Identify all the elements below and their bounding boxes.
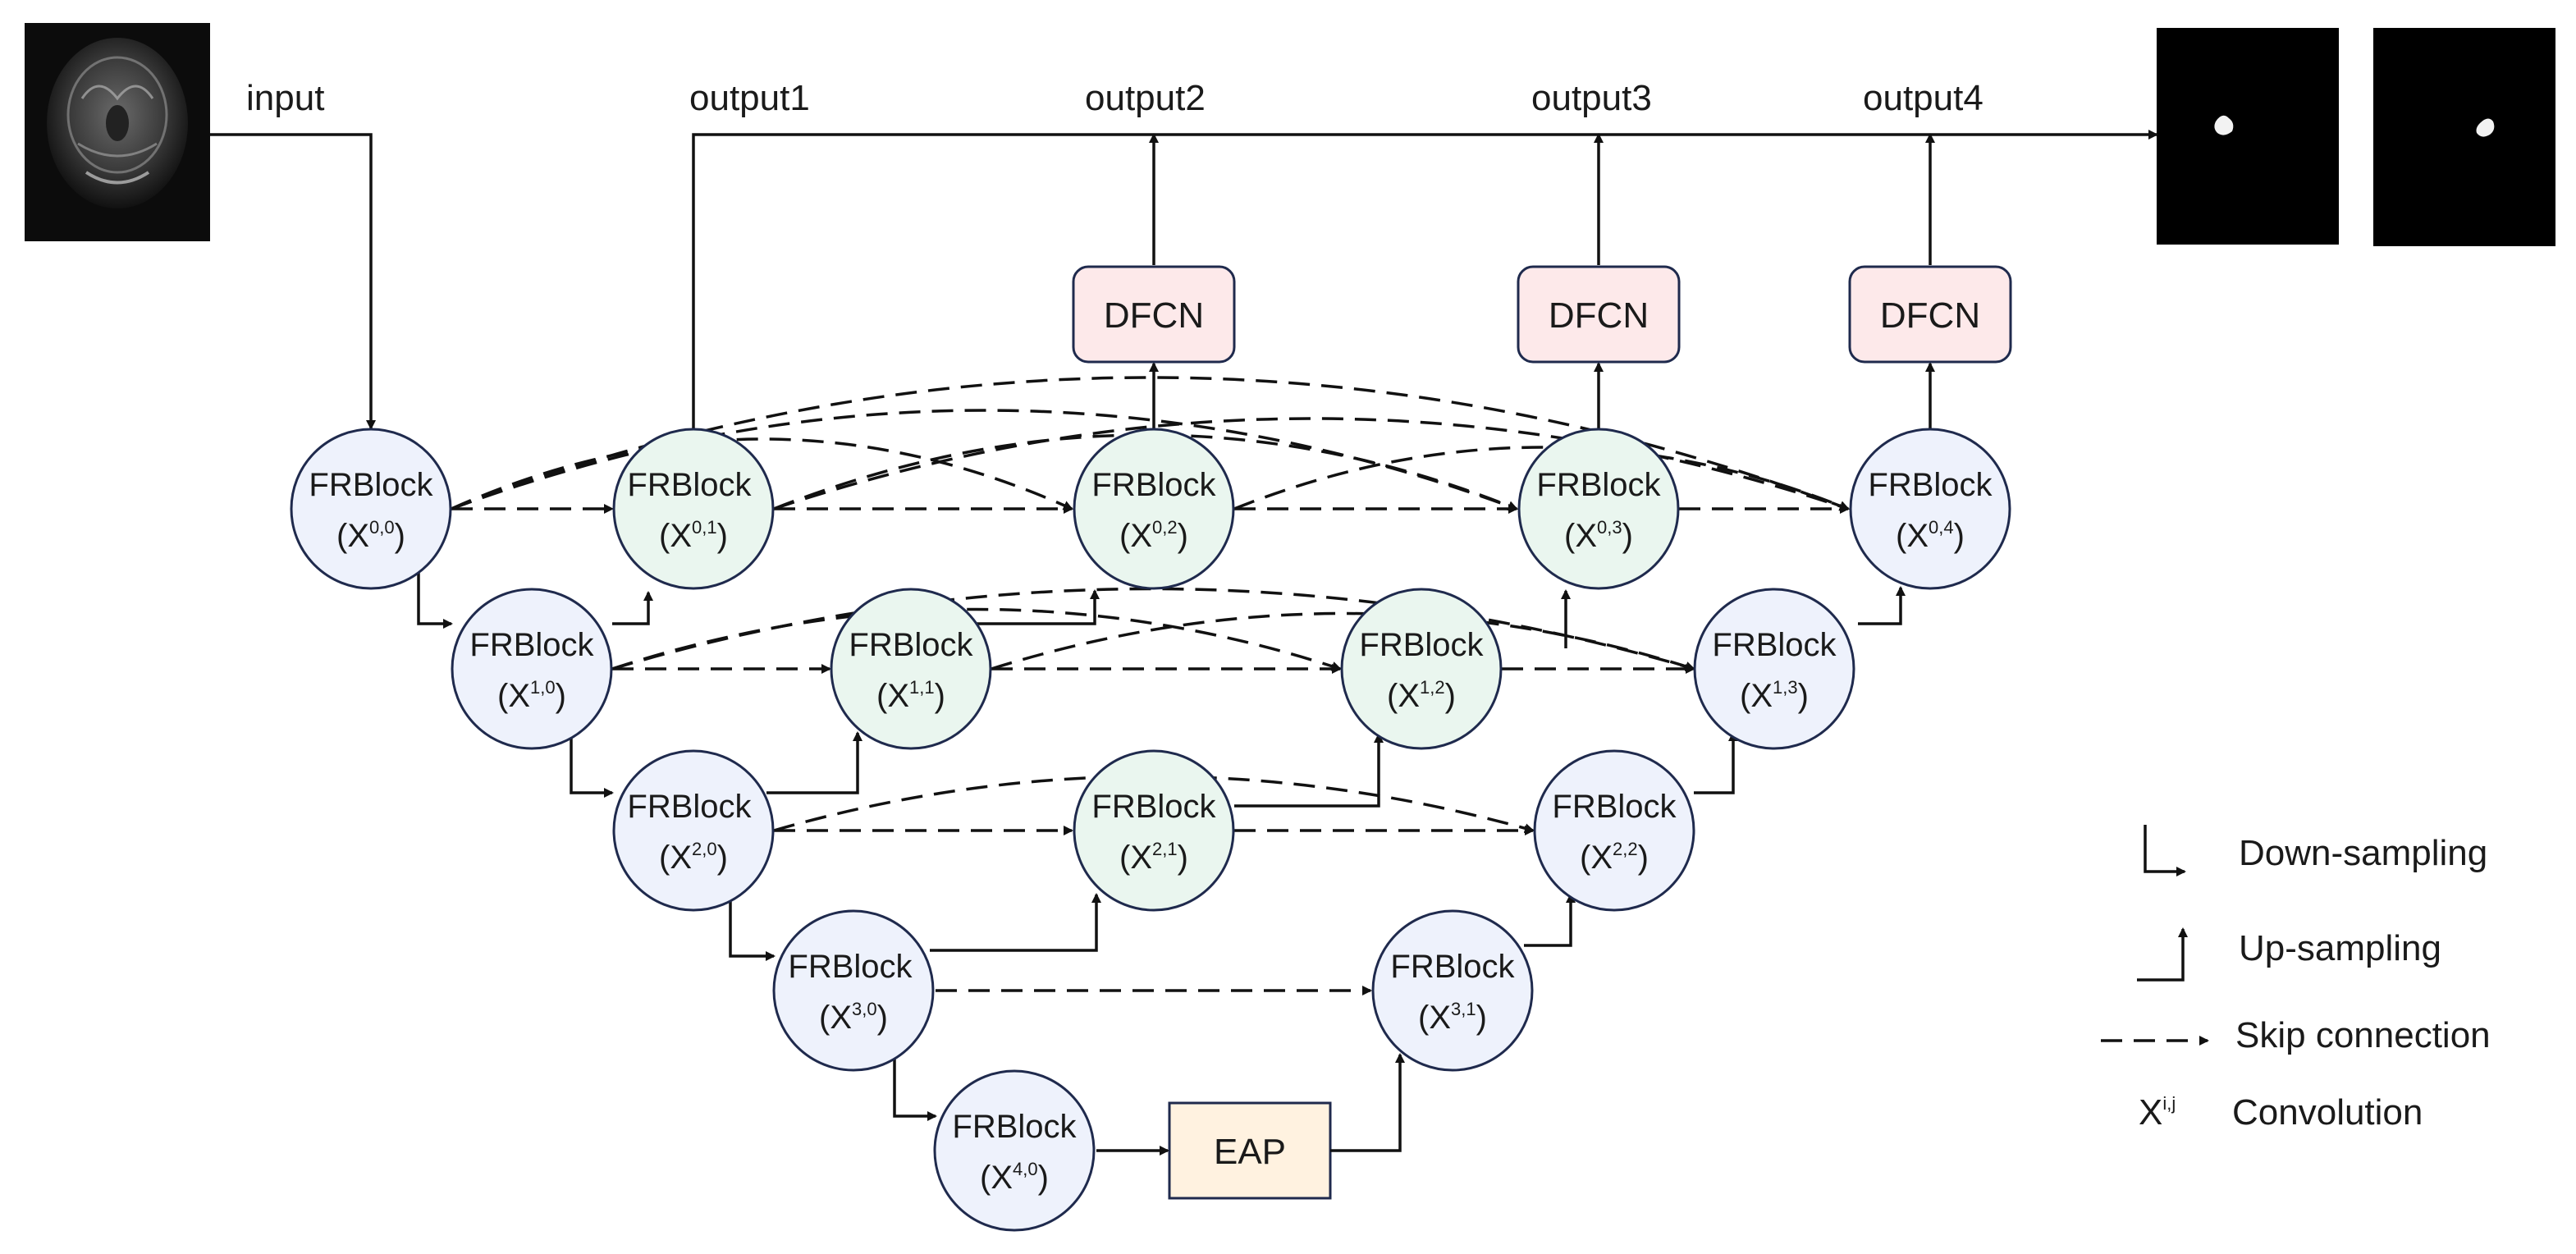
input-label: input: [246, 78, 324, 118]
convolution-symbol: Xi,j: [2139, 1092, 2176, 1133]
node-x40: FRBlock (X4,0): [933, 1069, 1096, 1232]
eap-label: EAP: [1214, 1132, 1286, 1172]
node-circle: [933, 1069, 1096, 1232]
dfcn-box-2: DFCN: [1517, 265, 1681, 364]
node-title: FRBlock: [1359, 627, 1484, 663]
node-x31: FRBlock (X3,1): [1371, 909, 1534, 1072]
node-symbol: (X1,1): [876, 677, 945, 714]
output-mask-image-2: [2373, 28, 2555, 246]
output2-label: output2: [1085, 78, 1206, 118]
dfcn-label-2: DFCN: [1549, 295, 1649, 336]
node-circle: [290, 428, 452, 590]
node-title: FRBlock: [627, 789, 752, 825]
node-title: FRBlock: [1868, 467, 1993, 503]
input-mri-image: [25, 23, 210, 241]
node-circle: [451, 588, 613, 750]
node-symbol: (X3,0): [819, 999, 888, 1036]
down-sampling-arrows: [417, 571, 937, 1121]
node-x30: FRBlock (X3,0): [772, 909, 935, 1072]
output-bus-line: [692, 130, 2158, 428]
legend: Down-sampling Up-sampling Skip connectio…: [2101, 825, 2491, 1133]
output-mask-image-1: [2157, 28, 2339, 245]
up-sampling-symbol: [2137, 927, 2188, 982]
node-circle: [772, 909, 935, 1072]
node-circle: [1073, 428, 1235, 590]
down-sampling-label: Down-sampling: [2239, 833, 2487, 873]
node-x12: FRBlock (X1,2): [1340, 588, 1503, 750]
node-circle: [1517, 428, 1680, 590]
node-title: FRBlock: [849, 627, 973, 663]
node-x04: FRBlock (X0,4): [1849, 428, 2011, 590]
node-circle: [1340, 588, 1503, 750]
node-x03: FRBlock (X0,3): [1517, 428, 1680, 590]
node-x20: FRBlock (X2,0): [612, 749, 775, 912]
node-x10: FRBlock (X1,0): [451, 588, 613, 750]
node-title: FRBlock: [469, 627, 594, 663]
node-title: FRBlock: [1536, 467, 1661, 503]
node-title: FRBlock: [1552, 789, 1677, 825]
node-circle: [1849, 428, 2011, 590]
output1-label: output1: [689, 78, 810, 118]
node-symbol: (X0,4): [1896, 517, 1965, 554]
node-title: FRBlock: [1091, 467, 1216, 503]
legend-convolution: Xi,j Convolution: [2139, 1092, 2423, 1133]
node-title: FRBlock: [627, 467, 752, 503]
output4-label: output4: [1863, 78, 1983, 118]
node-x21: FRBlock (X2,1): [1073, 749, 1235, 912]
node-circle: [612, 428, 775, 590]
dfcn-box-1: DFCN: [1072, 265, 1236, 364]
skip-connection-label: Skip connection: [2235, 1015, 2491, 1055]
dfcn-label-3: DFCN: [1880, 295, 1980, 336]
dfcn-box-3: DFCN: [1848, 265, 2012, 364]
legend-down-sampling: Down-sampling: [2144, 825, 2487, 876]
node-x11: FRBlock (X1,1): [830, 588, 992, 750]
node-title: FRBlock: [1390, 949, 1515, 985]
dfcn-up-arrows: [1149, 362, 1935, 428]
node-circle: [1371, 909, 1534, 1072]
down-sampling-symbol: [2144, 825, 2186, 876]
output3-label: output3: [1531, 78, 1652, 118]
node-x22: FRBlock (X2,2): [1533, 749, 1695, 912]
node-circle: [612, 749, 775, 912]
node-symbol: (X0,1): [659, 517, 728, 554]
node-x13: FRBlock (X1,3): [1693, 588, 1855, 750]
node-title: FRBlock: [1712, 627, 1837, 663]
up-sampling-label: Up-sampling: [2239, 928, 2441, 968]
convolution-label: Convolution: [2232, 1092, 2423, 1133]
legend-up-sampling: Up-sampling: [2137, 927, 2441, 982]
node-x00: FRBlock (X0,0): [290, 428, 452, 590]
node-circle: [1693, 588, 1855, 750]
node-symbol: (X1,0): [497, 677, 566, 714]
node-title: FRBlock: [1091, 789, 1216, 825]
node-circle: [1533, 749, 1695, 912]
node-title: FRBlock: [952, 1109, 1077, 1145]
up-sampling-arrows: [612, 586, 1906, 1156]
node-symbol: (X2,1): [1119, 839, 1188, 876]
node-circle: [830, 588, 992, 750]
node-x01: FRBlock (X0,1): [612, 428, 775, 590]
node-title: FRBlock: [788, 949, 913, 985]
node-circle: [1073, 749, 1235, 912]
input-connector: [210, 133, 376, 430]
node-x02: FRBlock (X0,2): [1073, 428, 1235, 590]
node-title: FRBlock: [309, 467, 433, 503]
dfcn-label-1: DFCN: [1104, 295, 1204, 336]
eap-box: EAP: [1168, 1101, 1332, 1200]
legend-skip-connection: Skip connection: [2101, 1015, 2491, 1055]
